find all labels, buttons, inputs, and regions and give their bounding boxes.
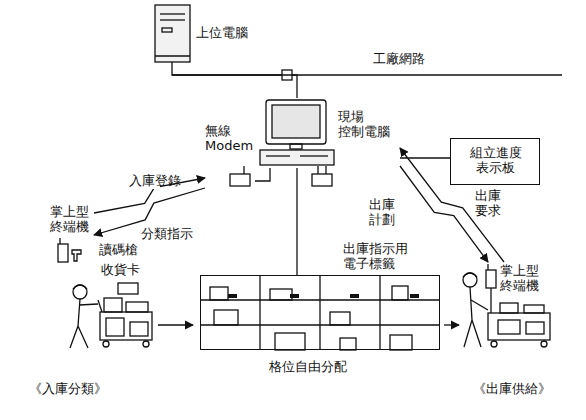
host-computer: 上位電腦: [152, 2, 257, 62]
network-wire: [255, 168, 270, 181]
handheld-terminal: 掌上型 終端機: [48, 205, 94, 270]
handheld-terminal: 掌上型 終端機: [484, 262, 544, 302]
node-label: 掌上型 終端機: [50, 205, 93, 235]
node-label: 無線 Modem: [205, 124, 255, 154]
node-caption: 格位自由分配: [269, 360, 347, 375]
storage-rack: 出庫指示用 電子標籤格位自由分配: [200, 275, 440, 350]
edge-label: 入庫登錄: [128, 174, 160, 189]
wireless-modem: 無線 Modem: [205, 124, 255, 190]
node-label: 組立進度 表示板: [468, 146, 524, 176]
annotation-label: 《出庫供給》: [472, 382, 552, 397]
node-label: 上位電腦: [196, 26, 248, 41]
annotation-label: 讀碼槍: [98, 243, 139, 258]
annotation-label: 收貨卡: [100, 263, 141, 278]
node-label: 現場 控制電腦: [338, 110, 394, 140]
annotation-label: 工廠網路: [372, 52, 426, 67]
network-wire: [172, 62, 297, 98]
node-label: 出庫指示用 電子標籤: [343, 242, 412, 272]
progress-board: 組立進度 表示板: [450, 138, 540, 185]
edge-label: 出庫 計劃: [368, 198, 400, 228]
edge-label: 分類指示: [140, 227, 172, 242]
node-label: 掌上型 終端機: [500, 264, 543, 294]
annotation-label: 《入庫分類》: [28, 382, 108, 397]
network-wire: [296, 168, 297, 275]
field-control-computer: 現場 控制電腦: [258, 98, 400, 168]
edge-label: 出庫 要求: [474, 189, 506, 219]
